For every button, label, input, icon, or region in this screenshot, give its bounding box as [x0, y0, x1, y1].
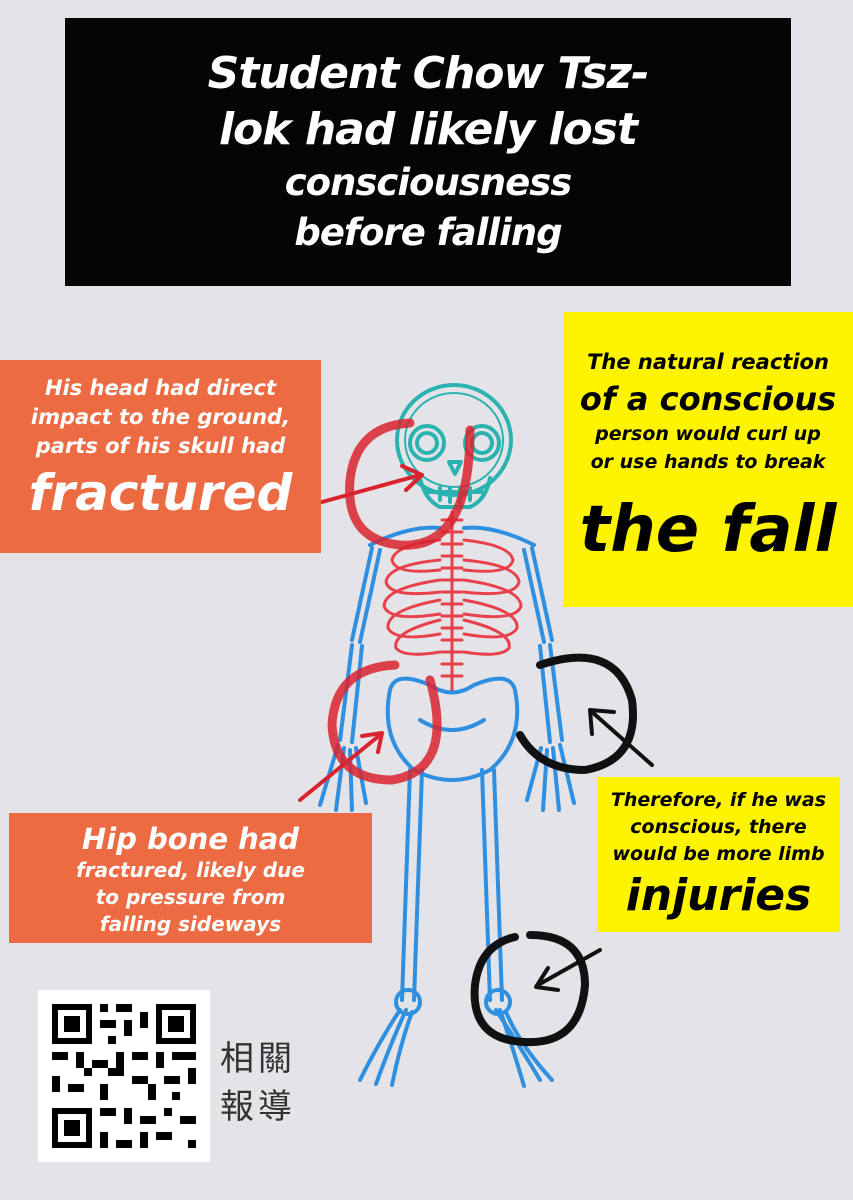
- head-impact-callout: His head had direct impact to the ground…: [0, 360, 321, 553]
- hip-callout-line-3: to pressure from: [95, 885, 286, 909]
- title-line-3: consciousness: [284, 161, 573, 204]
- related-reports-label[interactable]: 相關 報導: [220, 1035, 312, 1131]
- hip-callout-line-1: Hip bone had: [81, 822, 300, 856]
- injury-callout-line-3: would be more limb: [612, 843, 825, 865]
- title-line-1: Student Chow Tsz-: [207, 48, 650, 99]
- injury-callout-emphasis: injuries: [625, 870, 812, 921]
- arm-circle-icon: [516, 653, 637, 774]
- head-callout-line-2: impact to the ground,: [30, 405, 291, 429]
- arrow-icon: [534, 708, 654, 992]
- fall-callout-line-2: of a conscious: [579, 380, 837, 418]
- head-callout-line-3: parts of his skull had: [35, 434, 286, 458]
- qr-code-icon: [38, 990, 210, 1162]
- head-impact-circle-icon: [345, 418, 475, 550]
- head-callout-line-1: His head had direct: [44, 376, 277, 400]
- limb-injuries-callout: Therefore, if he was conscious, there wo…: [597, 777, 840, 932]
- fall-callout-line-3: person would curl up: [595, 423, 821, 445]
- natural-reaction-callout: The natural reaction of a conscious pers…: [563, 312, 853, 607]
- fall-callout-line-1: The natural reaction: [587, 350, 829, 374]
- title-banner: Student Chow Tsz- lok had likely lost co…: [65, 18, 791, 286]
- qr-code[interactable]: [38, 990, 210, 1162]
- title-line-2: lok had likely lost: [218, 104, 638, 155]
- limb-bones-icon: [318, 525, 576, 1088]
- spine-icon: [440, 510, 464, 692]
- injury-callout-line-2: conscious, there: [630, 816, 807, 838]
- injury-callout-line-1: Therefore, if he was: [610, 789, 827, 811]
- arrow-icon: [298, 464, 424, 802]
- fall-callout-line-4: or use hands to break: [590, 451, 826, 473]
- hip-impact-circle-icon: [327, 660, 442, 785]
- head-callout-emphasis: fractured: [28, 464, 293, 522]
- hip-callout-line-2: fractured, likely due: [76, 858, 305, 882]
- related-line-2: 報導: [220, 1087, 296, 1127]
- hip-fracture-callout: Hip bone had fractured, likely due to pr…: [9, 813, 372, 943]
- related-line-1: 相關: [220, 1039, 296, 1079]
- fall-callout-emphasis: the fall: [579, 493, 837, 567]
- hip-callout-line-4: falling sideways: [99, 912, 282, 936]
- skull-icon: [395, 383, 513, 509]
- ribcage-icon: [382, 538, 523, 656]
- title-line-4: before falling: [294, 211, 562, 254]
